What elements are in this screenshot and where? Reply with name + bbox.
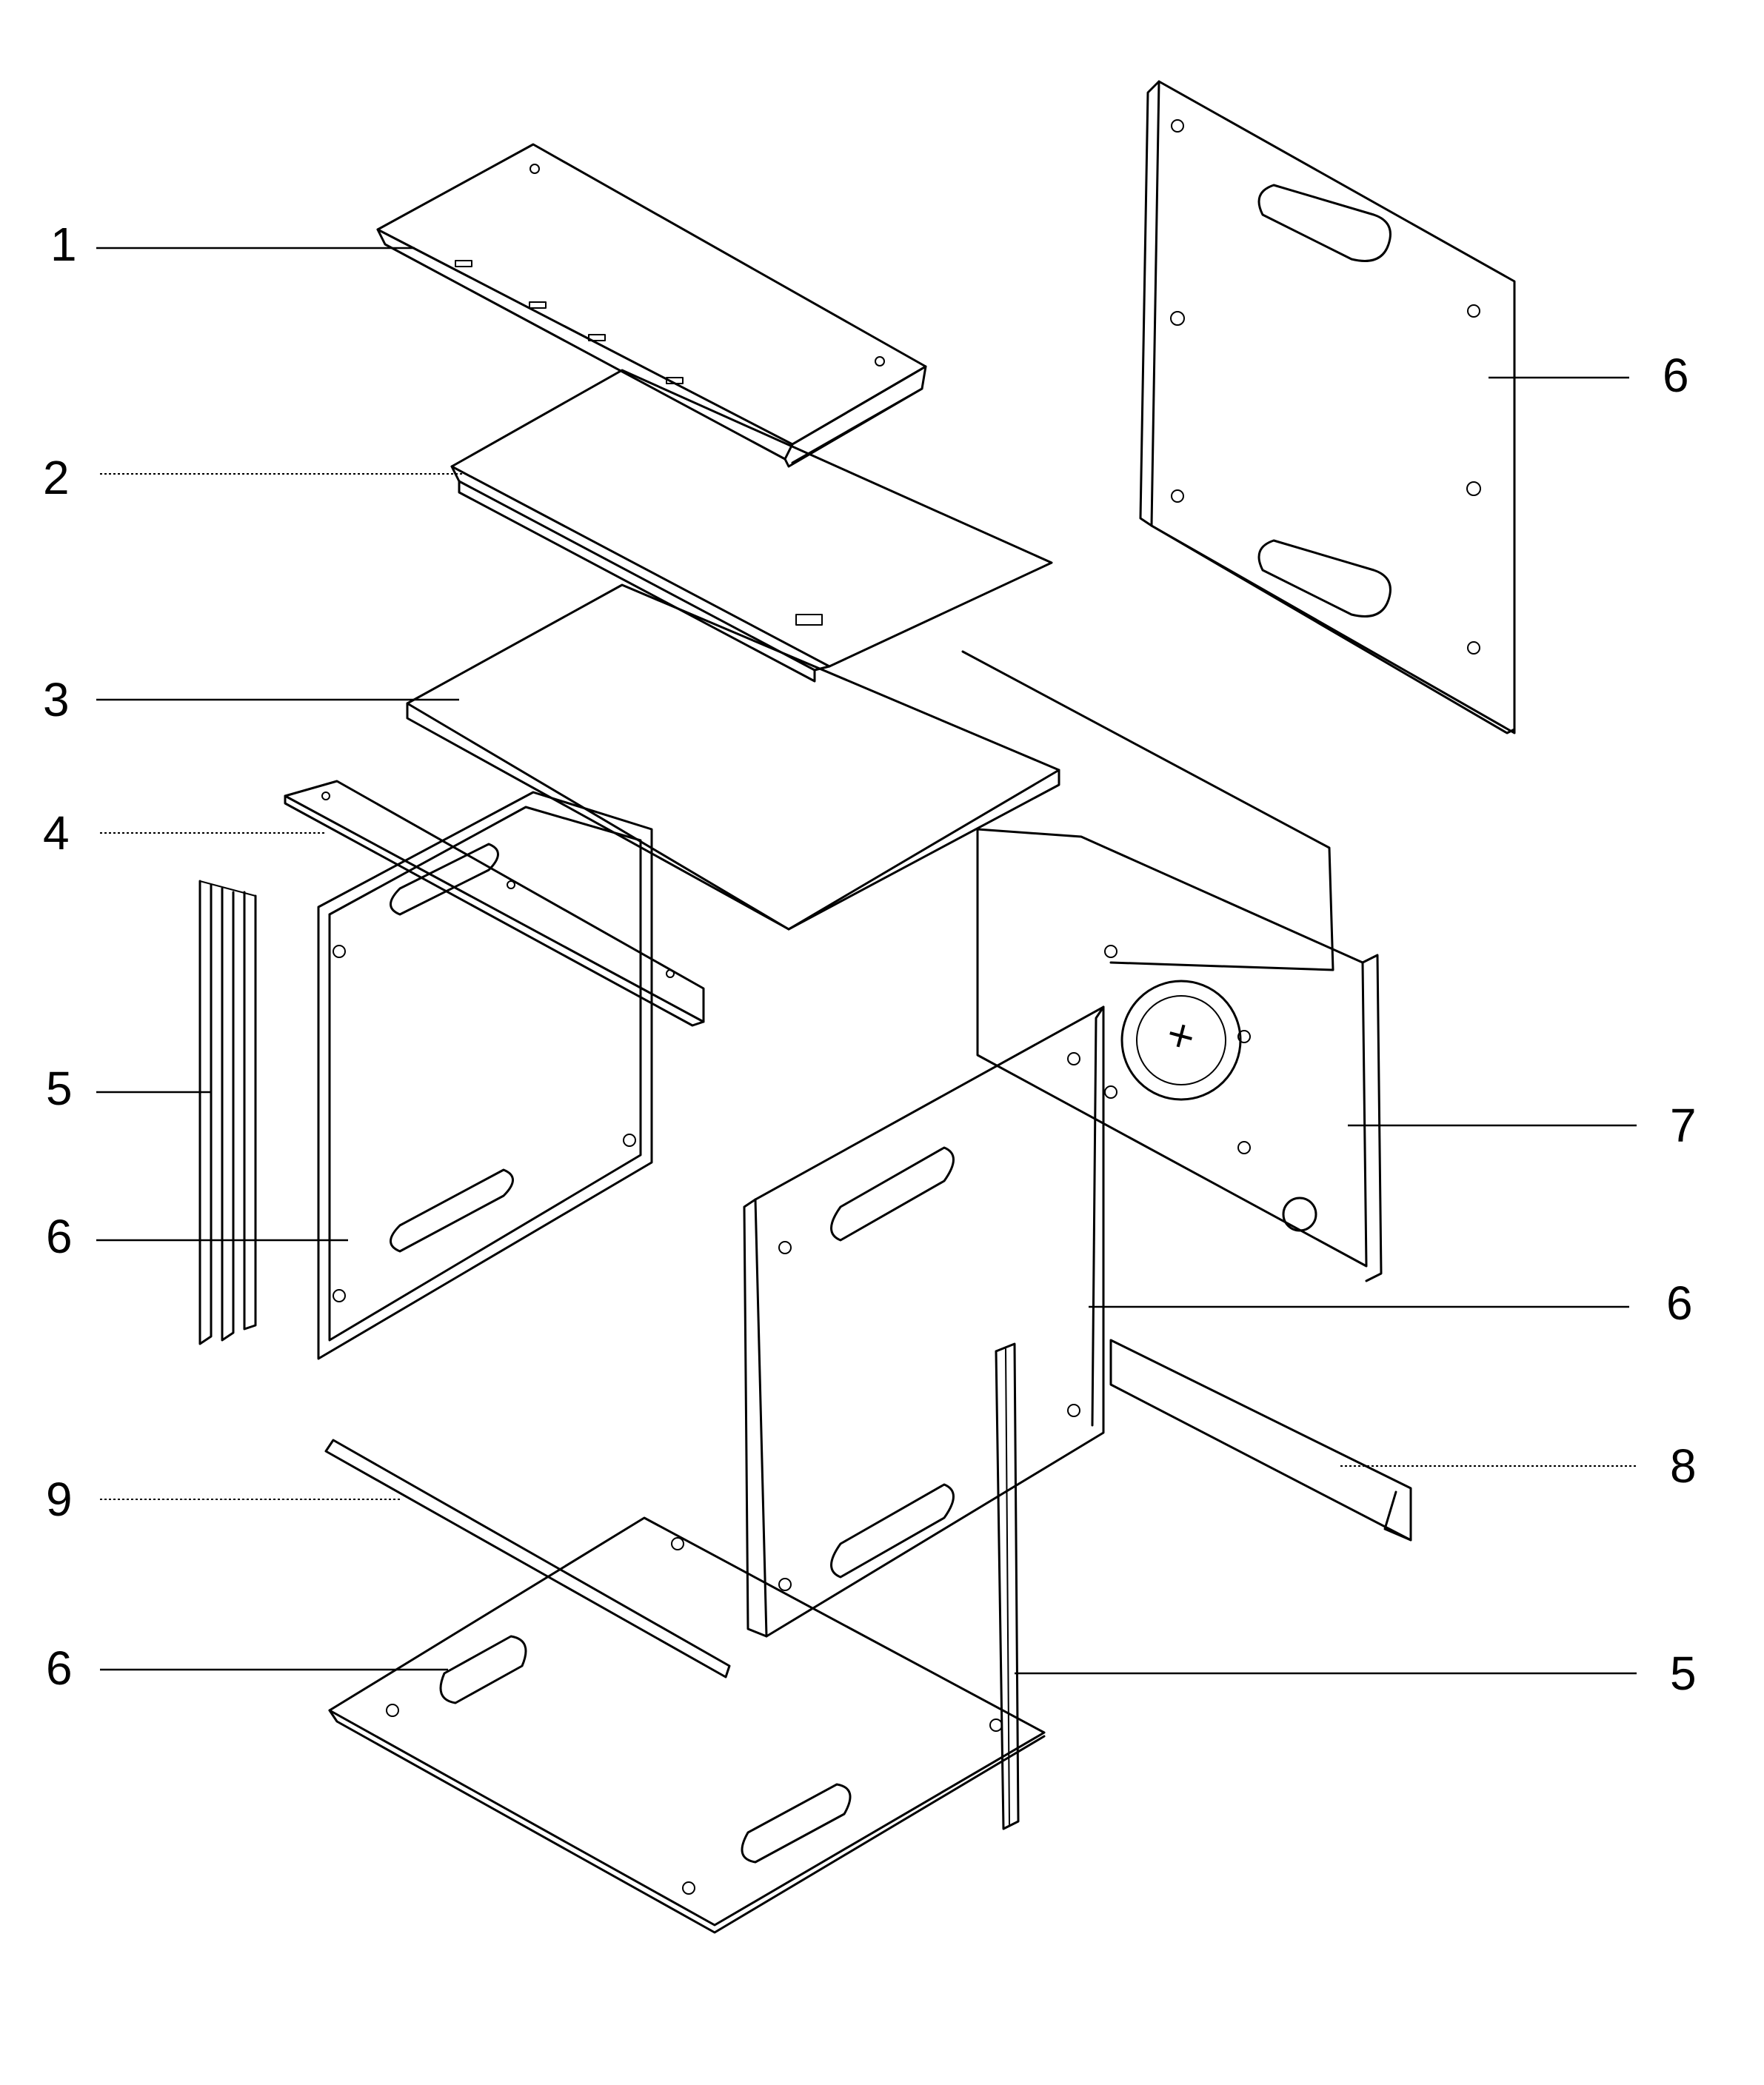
part-top-cover [376, 143, 927, 468]
part-rear-fan-panel: ✕ [961, 650, 1383, 1282]
callout-8: 8 [1670, 1439, 1697, 1493]
part-upper-rail [284, 780, 705, 1027]
part-diagonal-rail [1109, 1339, 1412, 1542]
callout-3: 3 [43, 673, 70, 726]
callout-5-right: 5 [1670, 1647, 1697, 1700]
leader-lines [96, 247, 1637, 1675]
callout-4: 4 [43, 806, 70, 860]
callout-9: 9 [46, 1473, 73, 1526]
part-base-panel [328, 1516, 1046, 1934]
callout-1: 1 [50, 218, 77, 271]
callout-labels: 1 2 3 4 5 6 9 6 6 7 6 8 5 [43, 218, 1697, 1700]
svg-text:✕: ✕ [1161, 1014, 1202, 1059]
callout-2: 2 [43, 451, 70, 504]
part-flat-plate [406, 583, 1060, 931]
part-right-vertical-strip [995, 1342, 1020, 1830]
callout-6-left: 6 [46, 1210, 73, 1263]
part-insulation-sheet [450, 369, 1053, 683]
callout-7: 7 [1670, 1099, 1697, 1152]
callout-6-center: 6 [1666, 1276, 1693, 1330]
part-left-vertical-strip [198, 880, 257, 1345]
part-center-front-panel [743, 1005, 1105, 1638]
callout-6-top-right: 6 [1663, 349, 1689, 402]
part-lower-rail [324, 1439, 731, 1679]
part-top-right-panel [1139, 80, 1516, 734]
callout-5-left: 5 [46, 1062, 73, 1115]
part-left-side-panel [317, 791, 653, 1360]
callout-6-bottom: 6 [46, 1641, 73, 1695]
